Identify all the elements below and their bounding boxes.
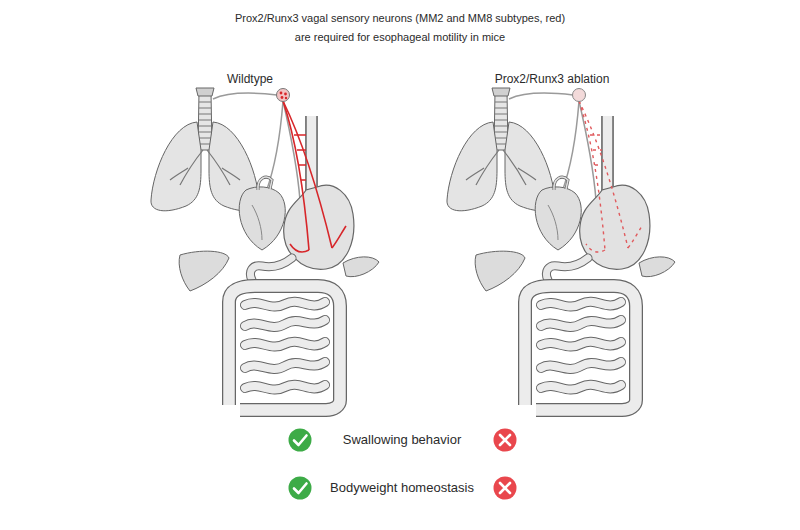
nodose-ganglion: [573, 89, 586, 102]
neuron-dots: [281, 96, 284, 99]
check-icon: [289, 477, 312, 500]
cross-icon: [494, 429, 517, 452]
outcome-label: Bodyweight homeostasis: [330, 479, 474, 498]
neuron-dots: [280, 92, 288, 100]
cross-icon: [494, 477, 517, 500]
vagal-sensory-fibers: [290, 226, 346, 252]
cross-icon: [494, 429, 517, 452]
vagal-sensory-fibers: [283, 101, 309, 250]
check-icon: [289, 477, 312, 500]
neuron-dots: [280, 92, 283, 95]
ablated-fibers: [590, 135, 602, 165]
vagal-sensory-fibers: [283, 101, 346, 252]
nodose-ganglion: [277, 89, 290, 102]
check-icon: [289, 429, 312, 452]
ablated-fibers: [579, 101, 605, 250]
cross-icon: [494, 477, 517, 500]
vagal-sensory-fibers: [294, 135, 306, 180]
ablated-fibers: [579, 101, 642, 252]
figure-title: Prox2/Runx3 vagal sensory neurons (MM2 a…: [229, 9, 571, 48]
check-icon: [294, 436, 307, 446]
ablated-fibers: [586, 226, 642, 252]
vagal-sensory-fibers: [283, 101, 332, 248]
check-icon: [294, 484, 307, 494]
ablation-anatomy: [447, 88, 675, 410]
ablated-fibers: [579, 101, 628, 248]
cross-icon: [500, 483, 510, 493]
outcome-label: Swallowing behavior: [343, 431, 462, 450]
neuron-dots: [285, 97, 287, 99]
check-icon: [289, 429, 312, 452]
cross-icon: [500, 435, 510, 445]
neuron-dots: [284, 93, 287, 96]
wildtype-anatomy: [151, 88, 379, 410]
panel-label: Prox2/Runx3 ablation: [495, 71, 610, 88]
panel-label: Wildtype: [227, 71, 273, 88]
